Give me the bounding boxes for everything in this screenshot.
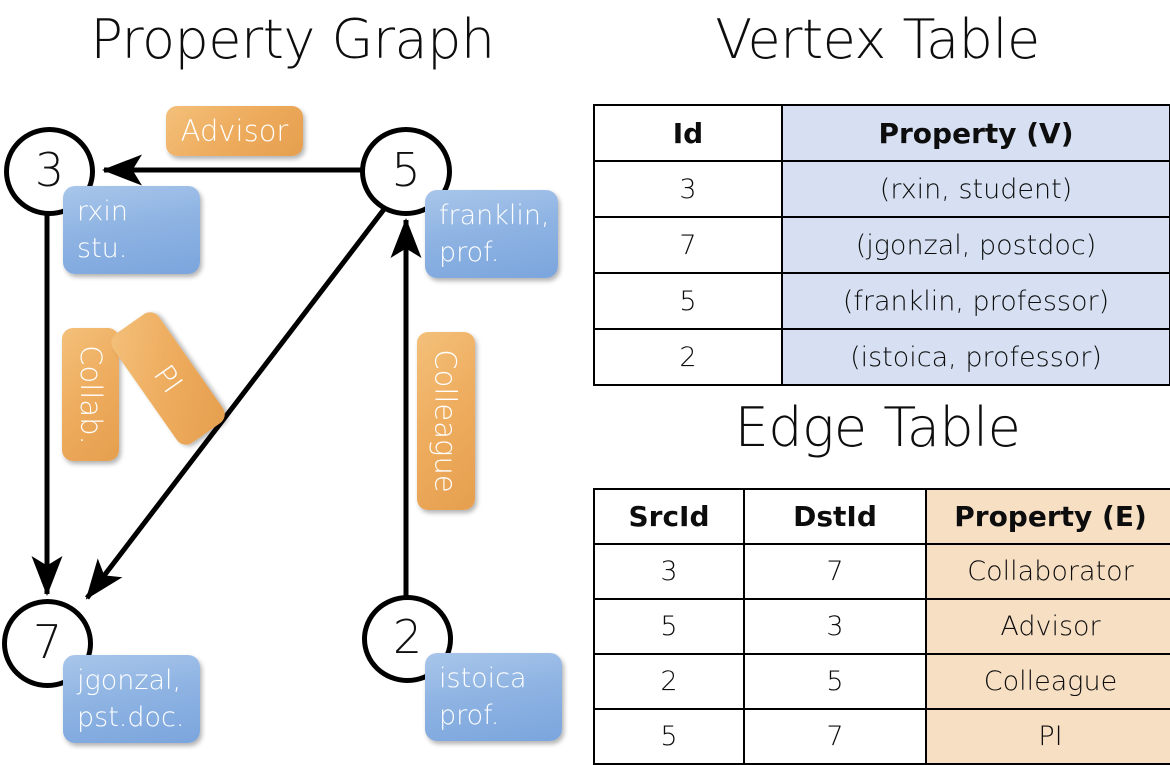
edge-row-0-src: 3	[593, 543, 745, 600]
edge-row-0-dst: 7	[743, 543, 927, 600]
vertex-table-header-property: Property (V)	[781, 104, 1170, 162]
edge-label-advisor-text: Advisor	[180, 114, 289, 148]
vertex-row-2-property: (franklin, professor)	[781, 272, 1170, 330]
table-row[interactable]: 5 7 PI	[593, 708, 1170, 765]
vertex-property-box-3-line1: rxin	[77, 195, 128, 227]
vertex-property-box-2-line1: istoica	[439, 662, 527, 694]
vertex-property-box-2-line2: prof.	[439, 700, 500, 731]
vertex-row-2-id: 5	[593, 272, 783, 330]
vertex-row-1-id: 7	[593, 216, 783, 274]
vertex-property-box-2[interactable]: istoica prof.	[425, 653, 562, 741]
graph-node-3-label: 3	[34, 142, 65, 197]
vertex-property-box-7[interactable]: jgonzal, pst.doc.	[63, 655, 200, 743]
vertex-row-0-id: 3	[593, 160, 783, 218]
edge-table-header-srcid: SrcId	[593, 488, 745, 545]
edge-table-header-row: SrcId DstId Property (E)	[593, 488, 1170, 545]
edge-row-2-src: 2	[593, 653, 745, 710]
graph-edges-svg	[31, 154, 422, 600]
table-row[interactable]: 3 7 Collaborator	[593, 543, 1170, 600]
table-row[interactable]: 5 3 Advisor	[593, 598, 1170, 655]
edge-label-box-collab[interactable]: Collab.	[62, 328, 119, 461]
graph-node-5[interactable]: 5	[360, 127, 452, 216]
table-row[interactable]: 5 (franklin, professor)	[593, 272, 1170, 330]
edge-row-3-src: 5	[593, 708, 745, 765]
vertex-row-3-property: (istoica, professor)	[781, 328, 1170, 386]
edge-row-1-dst: 3	[743, 598, 927, 655]
edge-label-collab-text: Collab.	[73, 344, 108, 445]
edge-table-header-dstid: DstId	[743, 488, 927, 545]
vertex-property-box-3[interactable]: rxin stu.	[63, 186, 200, 274]
vertex-table: Id Property (V) 3 (rxin, student) 7 (jgo…	[593, 104, 1170, 386]
edge-row-3-dst: 7	[743, 708, 927, 765]
page-title-edge-table: Edge Table	[734, 396, 1021, 459]
vertex-property-box-3-line2: stu.	[77, 233, 128, 264]
edge-row-2-property: Colleague	[925, 653, 1170, 710]
edge-label-box-colleague[interactable]: Colleague	[417, 332, 475, 510]
vertex-property-box-5[interactable]: franklin, prof.	[425, 190, 558, 278]
edge-row-1-property: Advisor	[925, 598, 1170, 655]
page-title-vertex-table: Vertex Table	[715, 8, 1040, 71]
graph-node-7-label: 7	[32, 614, 63, 669]
edge-label-box-advisor[interactable]: Advisor	[166, 106, 303, 156]
vertex-row-1-property: (jgonzal, postdoc)	[781, 216, 1170, 274]
edge-row-0-property: Collaborator	[925, 543, 1170, 600]
edge-label-pi-text: PI	[146, 358, 190, 399]
vertex-property-box-7-line2: pst.doc.	[77, 702, 185, 733]
vertex-row-3-id: 2	[593, 328, 783, 386]
edge-label-colleague-text: Colleague	[429, 349, 463, 493]
vertex-table-header-row: Id Property (V)	[593, 104, 1170, 162]
page-title-property-graph: Property Graph	[90, 8, 495, 71]
vertex-row-0-property: (rxin, student)	[781, 160, 1170, 218]
edge-table-header-property: Property (E)	[925, 488, 1170, 545]
edge-row-3-property: PI	[925, 708, 1170, 765]
vertex-table-header-id: Id	[593, 104, 783, 162]
graph-node-2-label: 2	[392, 610, 423, 664]
property-graph-diagram: 3 5 7 2 rxin stu. franklin, prof. jgonza…	[0, 0, 585, 760]
vertex-property-box-5-line1: franklin,	[439, 199, 550, 231]
table-row[interactable]: 2 (istoica, professor)	[593, 328, 1170, 386]
graph-node-2[interactable]: 2	[362, 595, 453, 683]
graph-node-5-label: 5	[391, 142, 421, 197]
edge-table: SrcId DstId Property (E) 3 7 Collaborato…	[593, 488, 1170, 765]
table-row[interactable]: 2 5 Colleague	[593, 653, 1170, 710]
vertex-property-box-7-line1: jgonzal,	[77, 664, 182, 696]
edge-row-1-src: 5	[593, 598, 745, 655]
table-row[interactable]: 7 (jgonzal, postdoc)	[593, 216, 1170, 274]
edge-row-2-dst: 5	[743, 653, 927, 710]
table-row[interactable]: 3 (rxin, student)	[593, 160, 1170, 218]
vertex-property-box-5-line2: prof.	[439, 237, 500, 268]
edge-arrow-5-to-7	[85, 206, 387, 600]
